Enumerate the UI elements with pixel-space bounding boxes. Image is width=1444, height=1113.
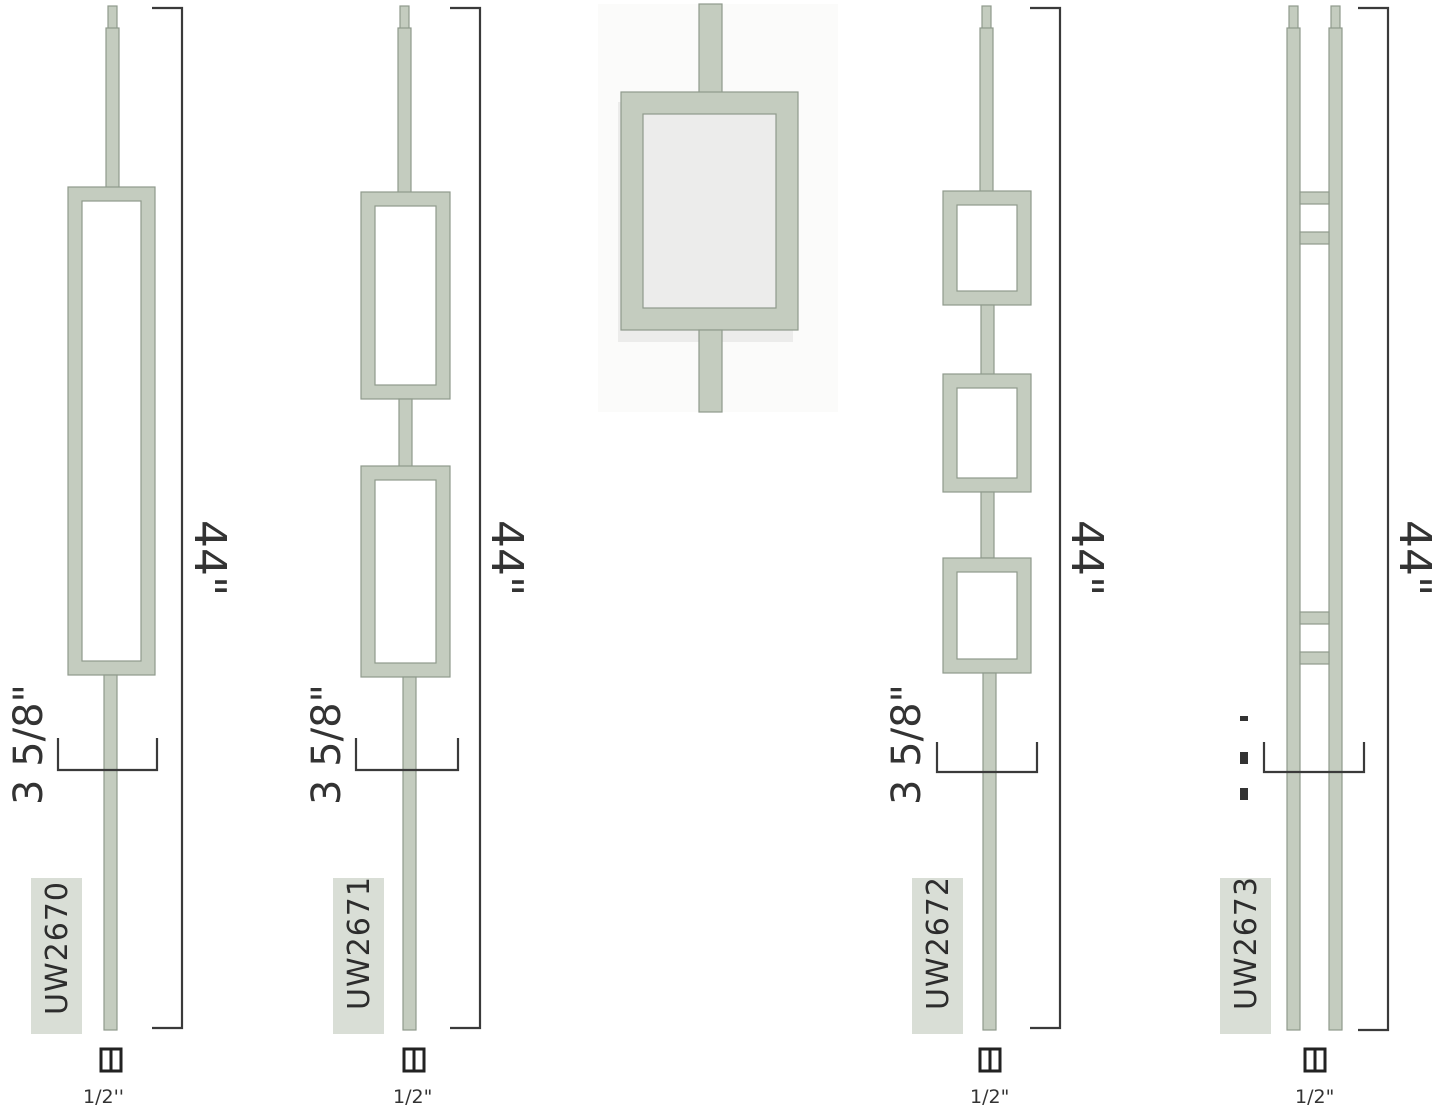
spacing-bracket — [56, 738, 159, 772]
baluster-uw2671: 44" 3 5/8" UW2671 1/2" — [304, 5, 532, 1108]
rectangle-frame-upper — [361, 192, 450, 399]
crossbar — [1299, 191, 1330, 205]
detail-rod-top — [698, 3, 723, 97]
length-dimension: 44" — [1389, 520, 1440, 596]
rod-bottom — [982, 672, 997, 1031]
rod-top — [397, 27, 412, 195]
crossbar — [1299, 651, 1330, 665]
rectangle-frame-lower — [361, 466, 450, 677]
product-code-badge — [1220, 878, 1271, 1034]
closeup-detail-photo — [598, 3, 838, 413]
rod-bottom — [402, 676, 417, 1031]
crossbar — [1299, 231, 1330, 245]
rod-top — [105, 27, 120, 189]
product-code-badge — [333, 878, 384, 1034]
length-dimension: 44" — [1061, 520, 1112, 596]
rod-top — [979, 27, 994, 193]
spacing-dimension: 3 5/8" — [304, 684, 350, 805]
product-code: UW2671 — [342, 876, 377, 1010]
square-profile-icon — [402, 1047, 426, 1073]
crossbar — [1299, 611, 1330, 625]
square-frame-2 — [943, 374, 1031, 492]
bar-size: 1/2" — [1295, 1086, 1334, 1108]
spacing-dimension: 3 5/8" — [884, 684, 930, 805]
product-code-badge — [912, 878, 963, 1034]
square-profile-icon — [1303, 1047, 1327, 1073]
bar-size: 1/2" — [393, 1086, 432, 1108]
spacing-dimension: 3 5/8" — [6, 684, 52, 805]
product-code-badge — [31, 878, 82, 1034]
product-code: UW2670 — [40, 881, 75, 1015]
baluster-uw2672: 44" 3 5/8" UW2672 1/2" — [884, 5, 1112, 1108]
rod-right — [1328, 27, 1343, 1031]
square-frame-1 — [943, 191, 1031, 305]
bar-size: 1/2'' — [83, 1086, 124, 1108]
length-bracket — [1030, 6, 1062, 1030]
detail-rod-bottom — [698, 329, 723, 413]
spacing-bracket — [935, 742, 1039, 774]
square-profile-icon — [99, 1047, 123, 1073]
rod-tip — [107, 5, 118, 31]
spacing-bracket — [354, 738, 460, 772]
detail-square-frame — [621, 92, 798, 330]
length-dimension: 44" — [481, 520, 532, 596]
product-code: UW2672 — [921, 876, 956, 1010]
length-bracket — [1358, 6, 1390, 1032]
spacing-bracket — [1262, 742, 1366, 774]
baluster-uw2670: 44" 3 5/8" UW2670 1/2'' — [6, 5, 235, 1108]
bar-size: 1/2" — [970, 1086, 1009, 1108]
product-code: UW2673 — [1229, 876, 1264, 1010]
length-bracket — [152, 6, 184, 1030]
rod-left — [1286, 27, 1301, 1031]
square-frame-3 — [943, 558, 1031, 673]
length-dimension: 44" — [184, 520, 235, 596]
length-bracket — [450, 6, 482, 1030]
rod-connector — [398, 398, 413, 468]
rectangle-frame — [68, 187, 155, 675]
baluster-uw2673: 44" UW2673 1/2" — [1220, 5, 1440, 1108]
rod-bottom — [103, 674, 118, 1031]
square-profile-icon — [978, 1047, 1002, 1073]
